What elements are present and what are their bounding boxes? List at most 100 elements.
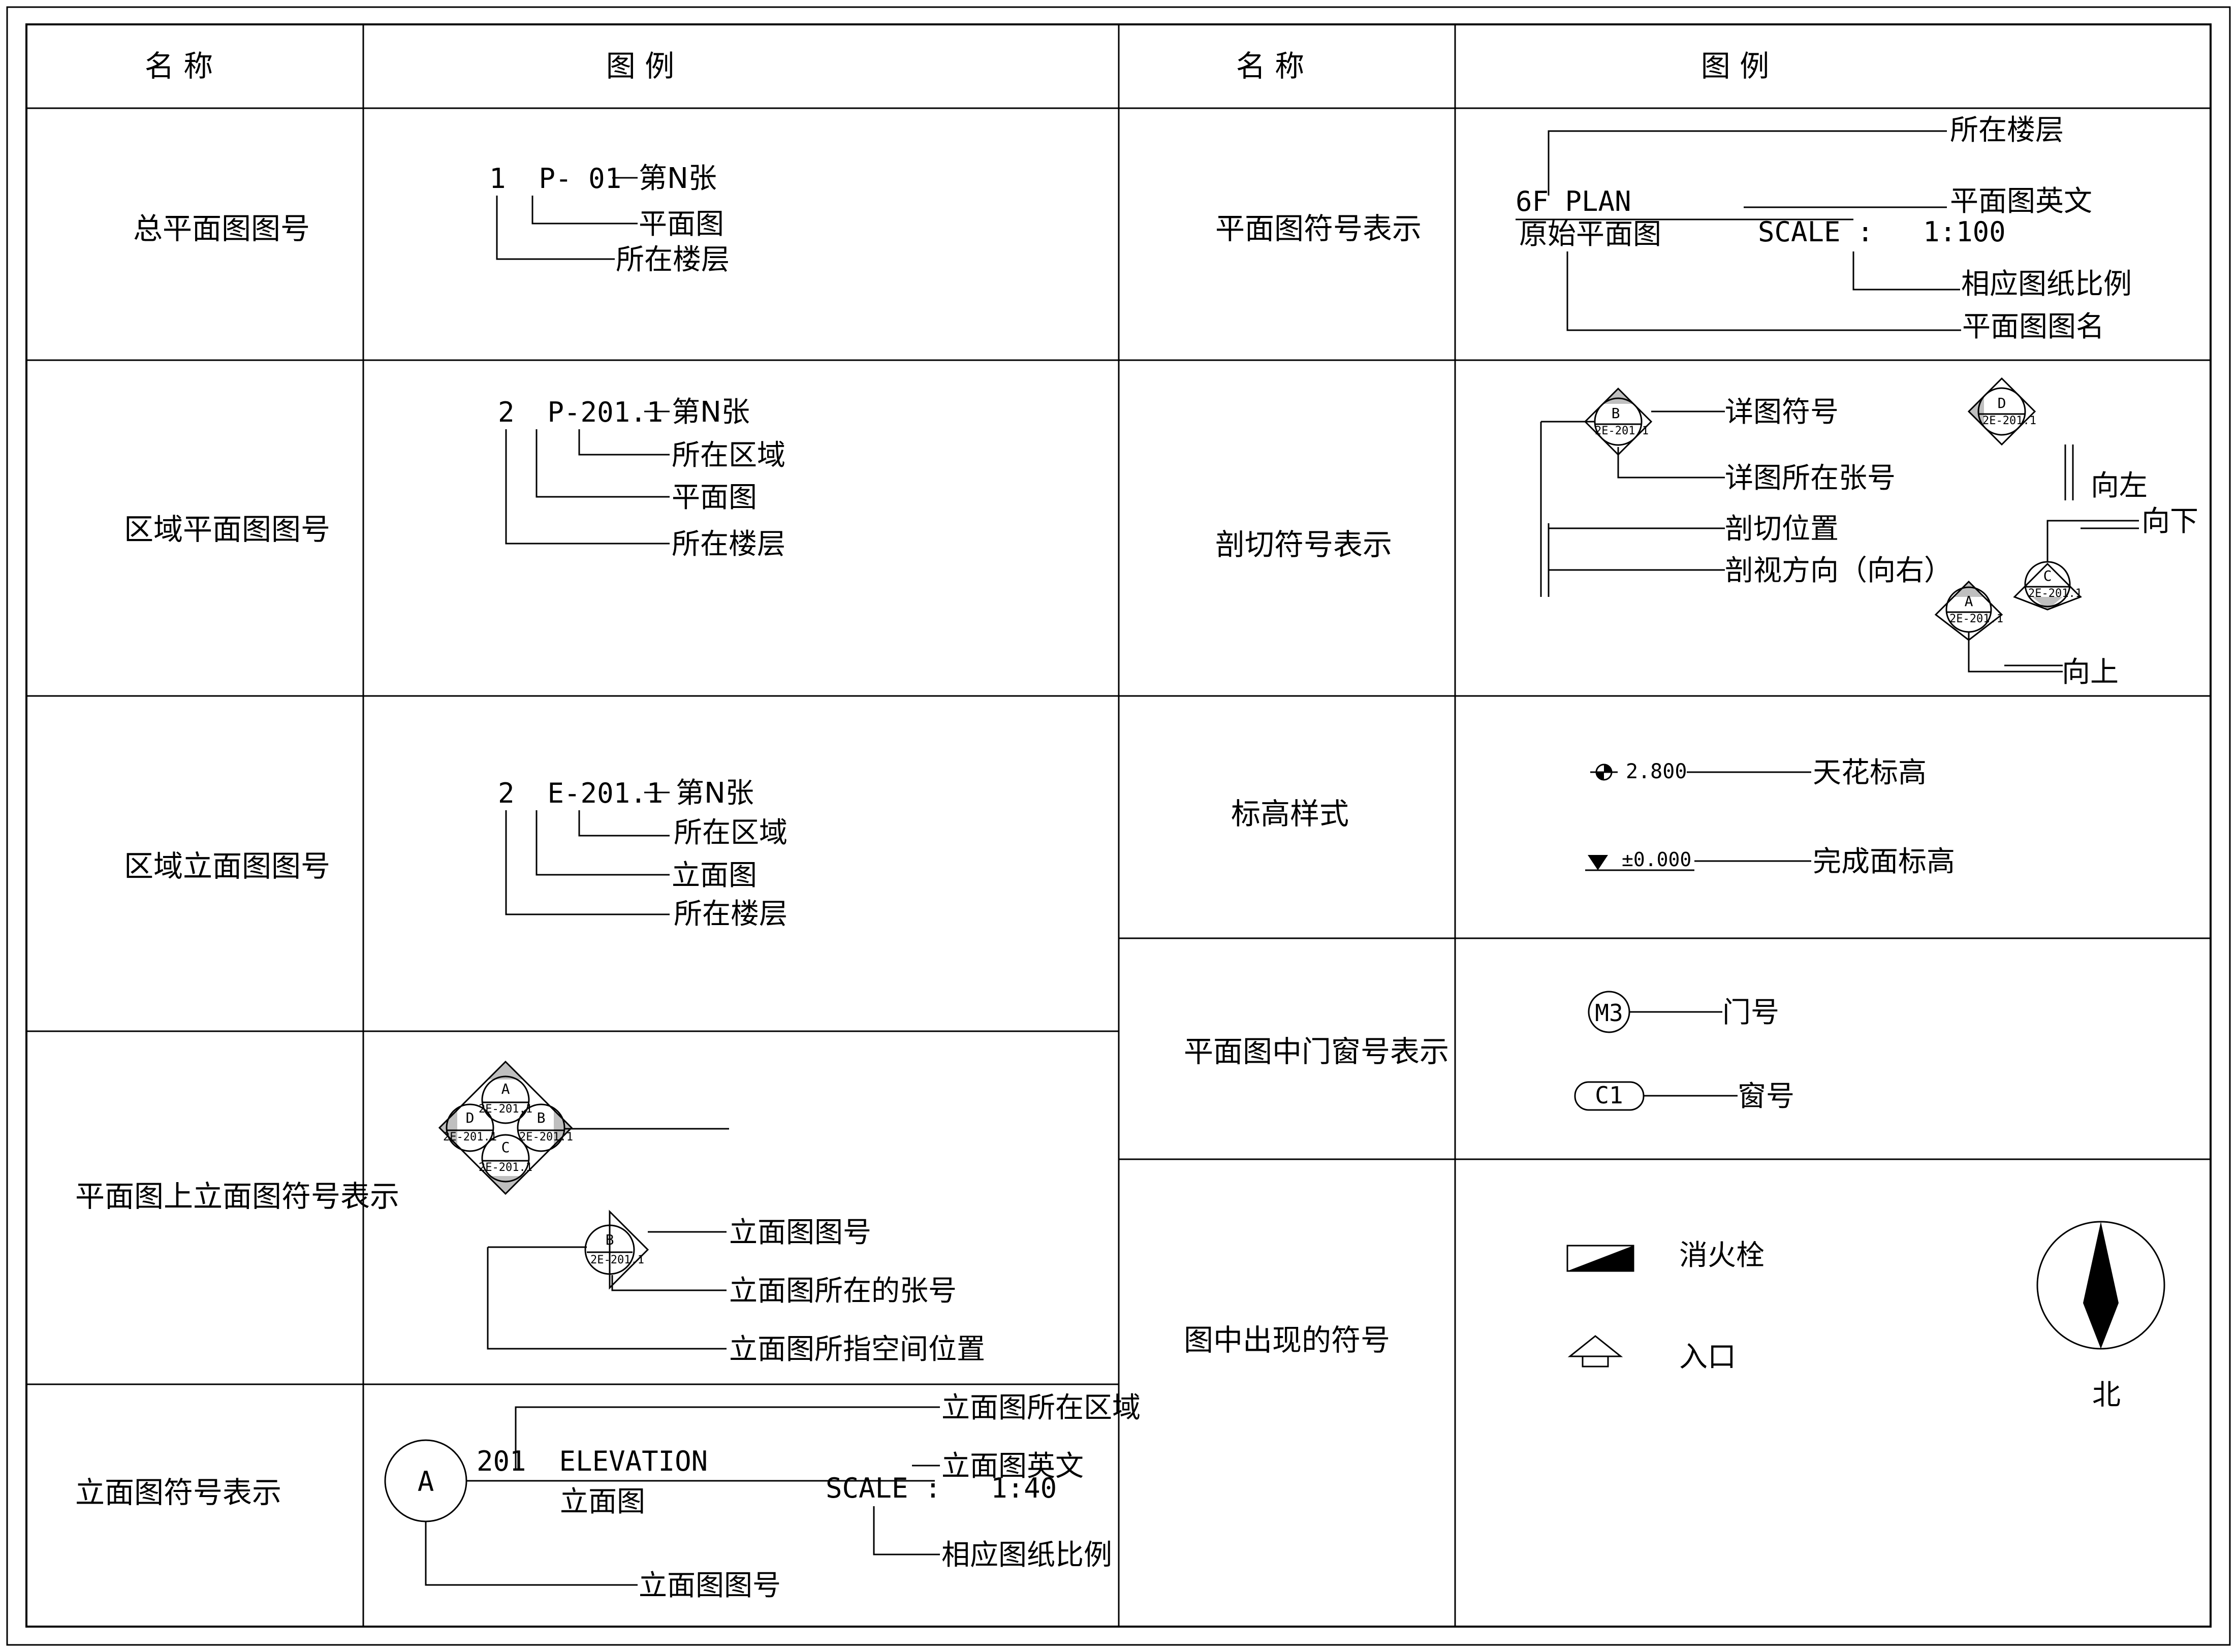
label-floor: 所在楼层 [1950,114,2064,147]
elevation-marker-single: B 2E-201.1 立面图图号 立面图所在的张号 立面图所指空间位置 [487,1210,985,1366]
circle-c [481,1134,530,1183]
zone-elevation-code: 2 E-201.1 [498,777,663,809]
plan-subtitle: 原始平面图 [1519,218,1661,251]
floor-value: ±0.000 [1622,848,1691,871]
label-floor: 所在楼层 [674,898,787,931]
label-elevation-zone: 立面图所在区域 [941,1391,1141,1424]
label-elevation-number: 立面图图号 [729,1216,871,1249]
row-name-elevation-symbol-on-plan: 平面图上立面图符号表示 [75,1179,399,1214]
row-name-zone-plan-number: 区域平面图图号 [124,512,330,547]
svg-text:2E-201.1: 2E-201.1 [443,1131,497,1143]
row-name-zone-elevation-number: 区域立面图图号 [124,849,330,883]
svg-text:A: A [1965,593,1973,610]
level-marks-legend: 2.800 天花标高 ±0.000 完成面标高 [1585,756,1955,878]
svg-text:2E-201.1: 2E-201.1 [1949,613,2003,625]
elevation-code: 201 ELEVATION [477,1445,708,1477]
label-entrance: 入口 [1679,1341,1736,1374]
label-ceiling-level: 天花标高 [1813,756,1927,789]
label-direction-up: 向上 [2062,656,2119,689]
row-name-door-window: 平面图中门窗号表示 [1184,1034,1449,1069]
header-legend-right: 图 例 [1701,49,1769,83]
row-name-section-symbol: 剖切符号表示 [1215,527,1392,562]
header-legend-left: 图 例 [606,49,674,83]
label-zone: 所在区域 [672,439,785,472]
elevation-title-legend: A 201 ELEVATION 立面图 SCALE : 1:40 立面图所在区域… [384,1391,1141,1602]
svg-text:2E-201.1: 2E-201.1 [479,1103,532,1116]
outer-frame [6,6,2231,1646]
svg-text:2E-201.1: 2E-201.1 [590,1254,644,1266]
label-plan-scale: 相应图纸比例 [1961,268,2132,301]
label-elevation-english: 立面图英文 [941,1450,1084,1483]
row-name-symbols: 图中出现的符号 [1184,1323,1390,1357]
master-plan-number-legend: 1 P- 01 第N张 平面图 所在楼层 [489,162,730,276]
zone-plan-code: 2 P-201.1 [498,396,663,428]
label-elevation-sheet: 立面图所在的张号 [729,1275,957,1308]
label-floor: 所在楼层 [616,243,730,276]
svg-text:2E-201.1: 2E-201.1 [479,1161,532,1174]
label-sheet-n: 第N张 [639,162,717,195]
svg-text:A: A [418,1466,434,1498]
header-name-left: 名 称 [145,49,213,83]
label-elevation: 立面图 [672,859,757,892]
ceiling-value: 2.800 [1626,760,1687,783]
door-window-legend: M3 门号 C1 窗号 [1574,991,1794,1113]
label-plan-name: 平面图图名 [1962,310,2104,343]
plan-code: 1 P- 01 [489,163,621,195]
label-plan: 平面图 [672,481,757,514]
svg-text:B: B [1612,405,1620,422]
label-plan-english: 平面图英文 [1950,185,2092,218]
label-door-number: 门号 [1722,996,1779,1029]
plan-scale: SCALE : 1:100 [1758,216,2006,248]
svg-text:B: B [606,1231,614,1248]
row-name-elevation-symbol: 立面图符号表示 [75,1475,281,1510]
entrance-icon [1567,1335,1623,1368]
zone-elevation-number-legend: 2 E-201.1 第N张 所在区域 立面图 所在楼层 [498,777,787,931]
circle-d [446,1103,494,1152]
row-name-master-plan-number: 总平面图图号 [133,211,310,246]
label-zone: 所在区域 [674,816,787,849]
circle-a [481,1075,530,1124]
label-elevation-space: 立面图所指空间位置 [729,1333,985,1366]
label-direction-down: 向下 [2141,505,2198,538]
label-section-position: 剖切位置 [1725,513,1839,546]
plan-code: 6F PLAN [1516,185,1631,217]
header-name-right: 名 称 [1236,49,1304,83]
section-circle-d [1977,387,2026,436]
row-name-elevation-style: 标高样式 [1231,797,1349,831]
label-elevation-number: 立面图图号 [639,1569,781,1602]
label-floor: 所在楼层 [672,528,785,561]
label-north: 北 [2092,1379,2121,1412]
svg-text:2E-201.1: 2E-201.1 [1595,425,1649,437]
label-detail-sheet: 详图所在张号 [1725,462,1896,495]
label-view-direction-right: 剖视方向（向右） [1725,554,1952,587]
svg-text:2E-201.1: 2E-201.1 [2028,587,2082,600]
label-detail-symbol: 详图符号 [1725,396,1839,429]
elevation-scale: SCALE : 1:40 [826,1472,1057,1504]
label-fire-hydrant: 消火栓 [1679,1239,1765,1272]
svg-text:C: C [501,1139,510,1156]
svg-text:C: C [2043,567,2052,584]
label-sheet-n: 第N张 [676,777,754,810]
svg-text:C1: C1 [1595,1082,1623,1109]
floor-level-icon [1588,855,1608,870]
svg-text:D: D [466,1109,475,1126]
zone-plan-number-legend: 2 P-201.1 第N张 所在区域 平面图 所在楼层 [498,396,785,561]
elevation-subtitle: 立面图 [560,1485,645,1518]
svg-text:A: A [501,1081,510,1097]
north-arrow-icon [2036,1221,2165,1350]
label-direction-left: 向左 [2091,469,2148,502]
section-symbol-legend: B 2E-201.1 详图符号 详图所在张号 剖切位置 剖视方向（向右） D 2… [1540,377,2198,689]
label-sheet-n: 第N张 [672,396,750,429]
circle-b [517,1103,565,1152]
elevation-marker-4-way: A B C D 2E-201.1 2E-201.1 2E-201.1 2E-20… [438,1060,729,1195]
label-window-number: 窗号 [1738,1080,1794,1113]
symbols-legend: 消火栓 入口 北 [1566,1221,2165,1412]
svg-text:2E-201.1: 2E-201.1 [1982,415,2036,427]
label-floor-level: 完成面标高 [1813,845,1955,878]
table-grid [26,24,2211,1627]
svg-text:B: B [537,1109,546,1126]
svg-text:M3: M3 [1595,999,1623,1027]
circle-b [584,1224,635,1275]
row-name-plan-symbol: 平面图符号表示 [1215,211,1422,246]
